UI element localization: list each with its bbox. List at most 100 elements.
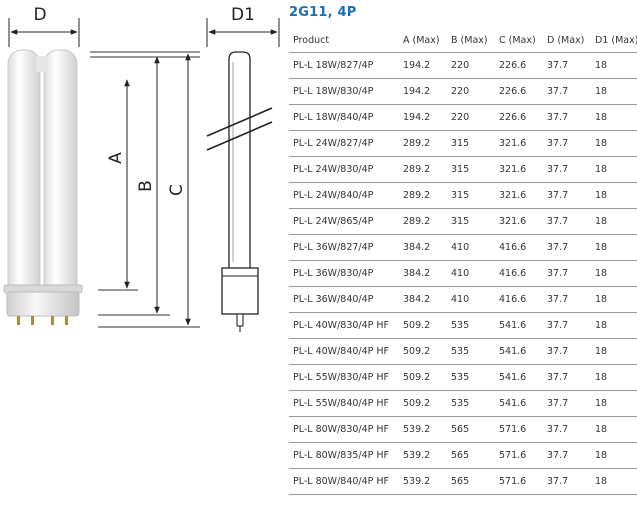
cell-c-max: 416.6 (495, 234, 543, 261)
dimension-d1: D1 (206, 5, 280, 47)
cell-product: PL-L 36W/840/4P (289, 286, 399, 313)
cell-b-max: 565 (447, 416, 495, 443)
cell-d1-max: 18 (591, 390, 637, 417)
cell-d-max: 37.7 (543, 156, 591, 183)
cell-a-max: 509.2 (399, 390, 447, 417)
lamp-tube-right (43, 49, 78, 297)
cell-product: PL-L 24W/840/4P (289, 182, 399, 209)
cell-a-max: 509.2 (399, 312, 447, 339)
cell-a-max: 539.2 (399, 468, 447, 495)
dimension-b: B (136, 56, 160, 314)
cell-product: PL-L 18W/830/4P (289, 78, 399, 105)
col-header-c: C (Max) (495, 29, 543, 53)
lamp-pin (51, 316, 54, 325)
lamp-dimension-drawing: D A B C D1 (3, 5, 280, 332)
cell-product: PL-L 40W/840/4P HF (289, 338, 399, 365)
cell-b-max: 315 (447, 182, 495, 209)
cell-d-max: 37.7 (543, 260, 591, 287)
spec-table: Product A (Max) B (Max) C (Max) D (Max) … (289, 29, 637, 495)
cell-product: PL-L 55W/830/4P HF (289, 364, 399, 391)
cell-d1-max: 18 (591, 182, 637, 209)
cell-d1-max: 18 (591, 312, 637, 339)
cell-a-max: 194.2 (399, 104, 447, 131)
table-header-row: Product A (Max) B (Max) C (Max) D (Max) … (289, 29, 637, 53)
cell-d1-max: 18 (591, 364, 637, 391)
cell-d-max: 37.7 (543, 52, 591, 79)
dimension-c: C (167, 53, 191, 326)
cell-a-max: 384.2 (399, 260, 447, 287)
lamp-side-view (206, 51, 273, 332)
cell-d-max: 37.7 (543, 416, 591, 443)
cell-d-max: 37.7 (543, 468, 591, 495)
cell-a-max: 384.2 (399, 286, 447, 313)
cell-d1-max: 18 (591, 260, 637, 287)
cell-a-max: 539.2 (399, 442, 447, 469)
cell-c-max: 416.6 (495, 260, 543, 287)
cell-product: PL-L 24W/865/4P (289, 208, 399, 235)
cell-product: PL-L 80W/840/4P HF (289, 468, 399, 495)
cell-b-max: 315 (447, 156, 495, 183)
cell-a-max: 509.2 (399, 338, 447, 365)
cell-c-max: 571.6 (495, 442, 543, 469)
col-header-a: A (Max) (399, 29, 447, 53)
cell-product: PL-L 55W/840/4P HF (289, 390, 399, 417)
cell-b-max: 410 (447, 260, 495, 287)
cell-b-max: 220 (447, 52, 495, 79)
cell-b-max: 535 (447, 364, 495, 391)
cell-b-max: 565 (447, 442, 495, 469)
lamp-pin (31, 316, 34, 325)
cell-d1-max: 18 (591, 52, 637, 79)
cell-a-max: 384.2 (399, 234, 447, 261)
cell-a-max: 289.2 (399, 130, 447, 157)
cell-b-max: 410 (447, 286, 495, 313)
cell-c-max: 226.6 (495, 52, 543, 79)
cell-c-max: 321.6 (495, 156, 543, 183)
cell-a-max: 539.2 (399, 416, 447, 443)
cell-c-max: 541.6 (495, 390, 543, 417)
cell-d-max: 37.7 (543, 338, 591, 365)
lamp-base (6, 291, 80, 317)
cell-b-max: 315 (447, 130, 495, 157)
cell-c-max: 571.6 (495, 468, 543, 495)
cell-d1-max: 18 (591, 130, 637, 157)
cell-a-max: 289.2 (399, 156, 447, 183)
cell-d1-max: 18 (591, 338, 637, 365)
cell-product: PL-L 40W/830/4P HF (289, 312, 399, 339)
cell-d-max: 37.7 (543, 130, 591, 157)
cell-product: PL-L 18W/827/4P (289, 52, 399, 79)
cell-c-max: 541.6 (495, 312, 543, 339)
cell-product: PL-L 80W/835/4P HF (289, 442, 399, 469)
cell-a-max: 509.2 (399, 364, 447, 391)
cell-c-max: 226.6 (495, 104, 543, 131)
cell-c-max: 541.6 (495, 364, 543, 391)
cell-a-max: 289.2 (399, 182, 447, 209)
cell-d1-max: 18 (591, 442, 637, 469)
cell-b-max: 535 (447, 312, 495, 339)
cell-d-max: 37.7 (543, 182, 591, 209)
col-header-d: D (Max) (543, 29, 591, 53)
cell-c-max: 226.6 (495, 78, 543, 105)
cell-product: PL-L 24W/827/4P (289, 130, 399, 157)
cell-c-max: 321.6 (495, 130, 543, 157)
cell-d-max: 37.7 (543, 104, 591, 131)
lamp-front-view (3, 49, 83, 325)
cell-d1-max: 18 (591, 208, 637, 235)
cell-product: PL-L 36W/830/4P (289, 260, 399, 287)
cell-d-max: 37.7 (543, 234, 591, 261)
cell-product: PL-L 36W/827/4P (289, 234, 399, 261)
spec-title: 2G11, 4P (289, 5, 357, 20)
cell-c-max: 541.6 (495, 338, 543, 365)
cell-c-max: 416.6 (495, 286, 543, 313)
